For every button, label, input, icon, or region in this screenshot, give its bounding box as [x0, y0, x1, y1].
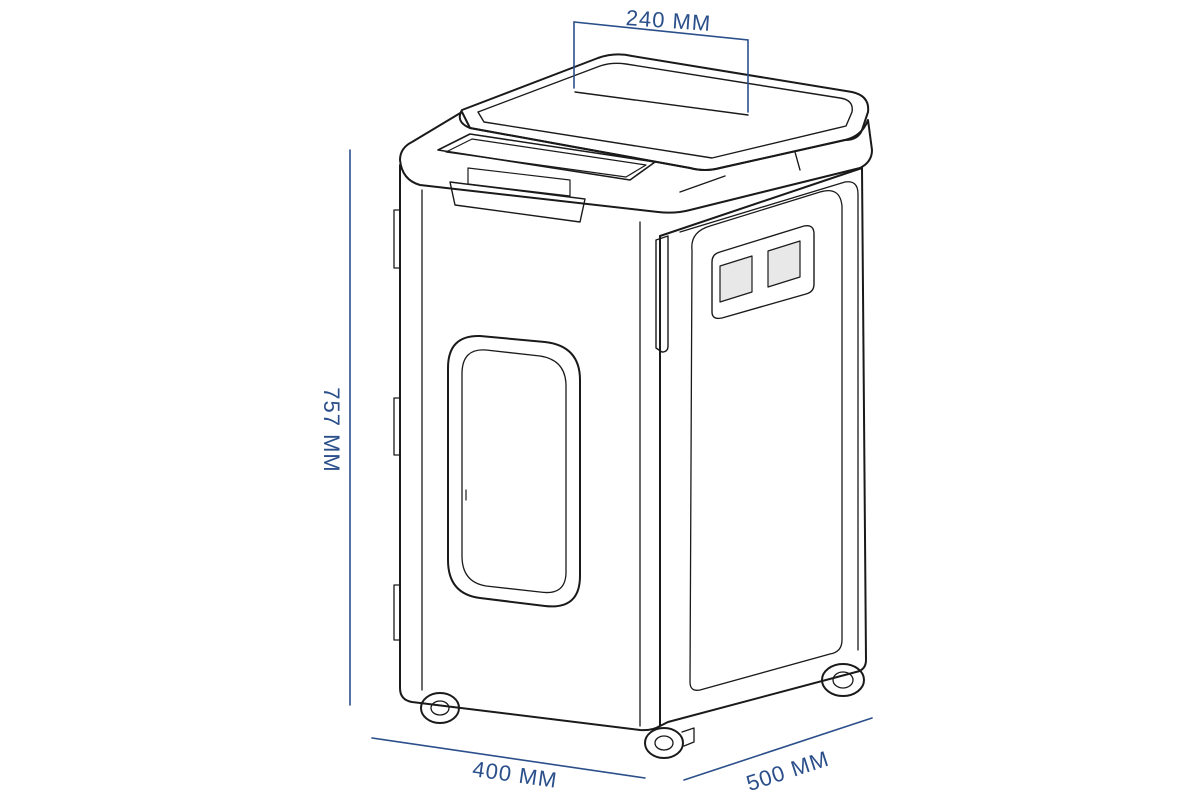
dimension-line-width [371, 737, 646, 779]
dimension-annotations [349, 21, 873, 781]
shredder-lid [458, 53, 870, 171]
shredder-bin-window [447, 334, 581, 608]
shredder-casters [420, 663, 865, 759]
shredder-illustration [393, 53, 873, 759]
caster-rear-right [821, 663, 865, 697]
shredder-side-panel [655, 167, 867, 727]
dimension-line-top-slot [573, 21, 749, 113]
label-width: 400 MM [471, 756, 559, 793]
label-depth: 500 MM [743, 746, 832, 796]
shredder-front-panel [393, 164, 661, 732]
label-top-slot-width: 240 MM [625, 5, 712, 36]
caster-front-left [420, 692, 460, 724]
dimension-line-depth [683, 717, 873, 781]
label-height: 757 MM [319, 387, 344, 472]
caster-front-right [644, 727, 695, 759]
shredder-head-unit [399, 111, 873, 223]
dimension-labels: 240 MM 757 MM 400 MM 500 MM [319, 5, 832, 796]
shredder-vent-grille [719, 240, 801, 303]
